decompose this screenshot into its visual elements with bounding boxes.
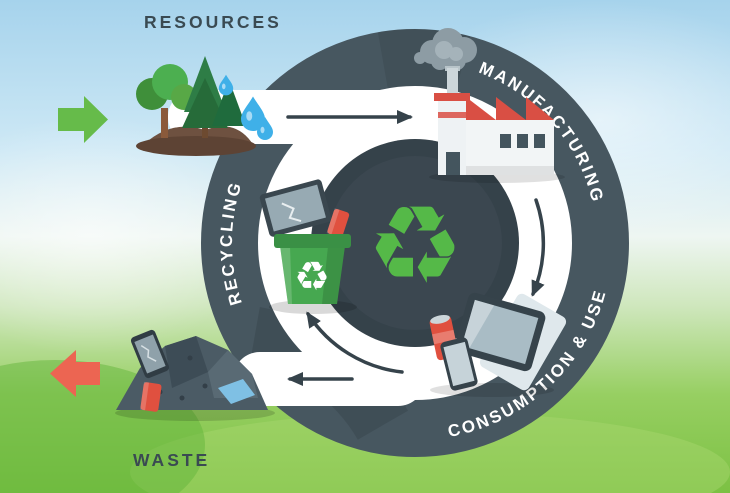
tower-roof xyxy=(434,93,470,101)
scrap-can-icon xyxy=(326,208,350,238)
tower-stripe xyxy=(438,112,466,118)
factory-window xyxy=(517,134,528,148)
devices-icon xyxy=(429,292,567,397)
sawtooth-roof xyxy=(526,97,554,120)
recycle-bin-icon: ♻ xyxy=(259,179,357,314)
label-resources: RESOURCES xyxy=(144,12,282,32)
factory-icon xyxy=(414,28,565,183)
arrow-manufacturing-to-consumption xyxy=(531,198,546,297)
conifer-tree xyxy=(212,80,246,126)
tablet-icon xyxy=(454,292,546,372)
input-arrow-right-icon xyxy=(58,96,108,143)
center-disc: ♻ xyxy=(311,139,519,347)
debris-dot xyxy=(179,395,185,401)
scrap-can-icon xyxy=(140,381,162,412)
chimney xyxy=(447,68,458,98)
sawtooth-roof xyxy=(496,97,526,120)
scrap-paper-icon xyxy=(218,379,255,404)
factory-window xyxy=(534,134,545,148)
recycle-symbol-icon: ♻ xyxy=(367,184,464,309)
bin-recycle-glyph-icon: ♻ xyxy=(294,254,330,300)
debris-dot xyxy=(202,383,208,389)
output-arrow-left-icon xyxy=(50,350,100,397)
broken-monitor-icon xyxy=(259,179,332,237)
broken-phone-icon xyxy=(130,329,170,379)
debris-dot xyxy=(187,355,193,361)
smartphone-icon xyxy=(440,337,478,391)
bin-shading xyxy=(322,246,345,304)
bin-lid xyxy=(274,234,351,248)
waste-pile-icon xyxy=(115,329,275,421)
tree-trunk xyxy=(161,108,168,138)
devices-shadow xyxy=(430,383,554,397)
bin-body xyxy=(280,246,345,304)
haze-patch xyxy=(0,115,260,355)
smoke-cloud-icon xyxy=(414,28,477,71)
factory-door xyxy=(446,152,460,175)
soil-base xyxy=(136,136,256,156)
soda-can-icon xyxy=(429,314,459,361)
sawtooth-roof xyxy=(466,97,496,120)
conifer-trunk xyxy=(202,120,208,138)
bin-highlight xyxy=(280,246,292,304)
waste-facet-dark xyxy=(165,336,208,388)
factory-window xyxy=(500,134,511,148)
arrow-consumption-to-recycling xyxy=(306,311,404,374)
label-waste: WASTE xyxy=(133,450,210,470)
trees-water-icon xyxy=(136,56,273,156)
center-disc-core xyxy=(328,156,502,330)
factory-base-shade xyxy=(466,166,554,175)
